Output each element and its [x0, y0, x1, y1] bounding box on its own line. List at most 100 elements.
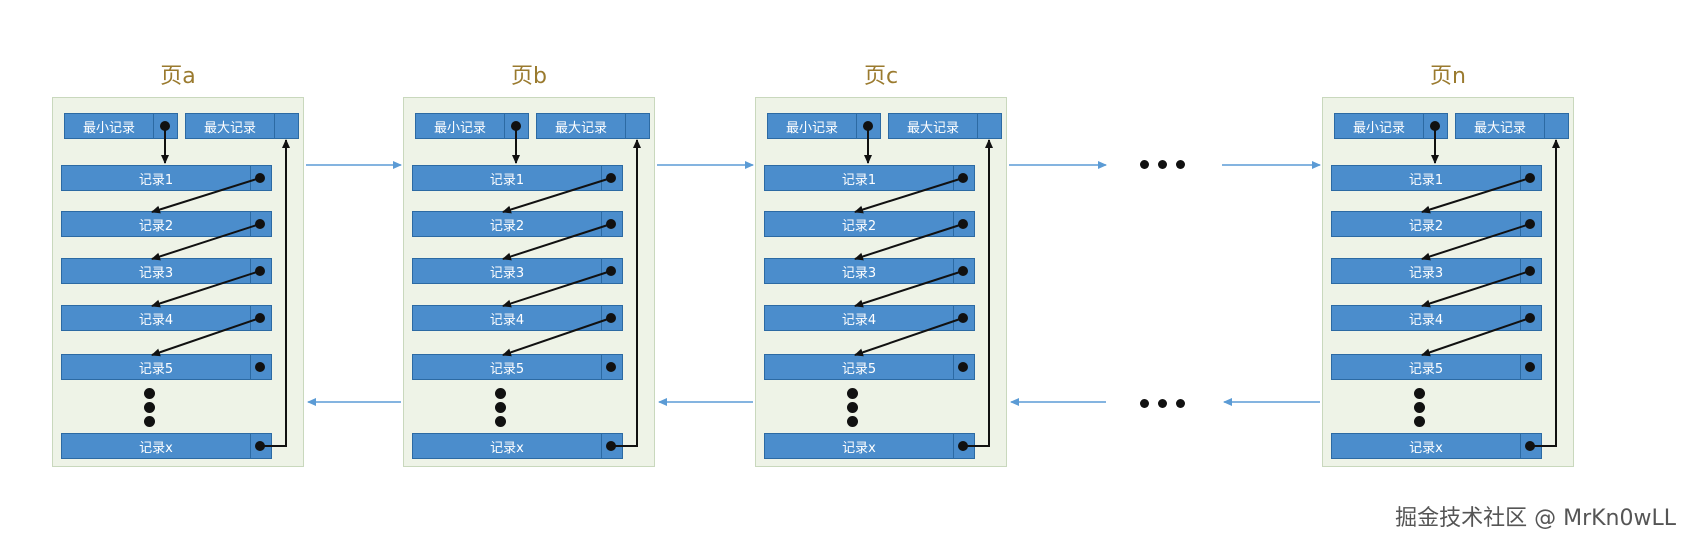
min-record-pointer-cell	[1423, 113, 1450, 139]
min-record-header: 最小记录	[64, 113, 178, 139]
record-label: 记录1	[1408, 172, 1444, 188]
record: 记录5	[61, 354, 272, 380]
min-record-pointer-cell	[856, 113, 883, 139]
record: 记录3	[764, 258, 975, 284]
record-pointer-cell	[250, 211, 274, 237]
record-pointer-cell	[953, 354, 977, 380]
next-record-arrow	[502, 270, 612, 308]
dot	[847, 402, 858, 413]
record: 记录3	[412, 258, 623, 284]
record-label: 记录2	[1408, 218, 1444, 234]
next-record-arrow	[1421, 177, 1531, 214]
last-record: 记录x	[764, 433, 975, 459]
record-label: 记录5	[841, 361, 877, 377]
max-record-label: 最大记录	[203, 120, 256, 136]
vertical-ellipsis	[1414, 388, 1425, 430]
dot	[1414, 416, 1425, 427]
dot	[1158, 399, 1167, 408]
record: 记录1	[764, 165, 975, 191]
record-label: 记录4	[138, 312, 174, 328]
record-label: 记录3	[138, 265, 174, 281]
record: 记录5	[412, 354, 623, 380]
last-record: 记录x	[412, 433, 623, 459]
record-pointer-cell	[601, 258, 625, 284]
next-record-arrow	[854, 270, 964, 308]
record: 记录2	[764, 211, 975, 237]
record-pointer-cell	[953, 305, 977, 331]
min-record-pointer-cell	[504, 113, 531, 139]
record-pointer-cell	[250, 165, 274, 191]
next-record-arrow	[854, 317, 964, 357]
last-to-max-arrow	[963, 139, 993, 447]
record-label: 记录3	[489, 265, 525, 281]
min-record-label: 最小记录	[1352, 120, 1405, 136]
next-record-arrow	[502, 223, 612, 261]
last-to-max-arrow	[611, 139, 641, 447]
dot	[1140, 160, 1149, 169]
dot	[144, 416, 155, 427]
page-title: 页a	[160, 64, 196, 89]
dot	[1158, 160, 1167, 169]
max-record-pointer-cell	[1544, 113, 1571, 139]
record-label: 记录x	[1409, 440, 1443, 456]
min-record-label: 最小记录	[433, 120, 486, 136]
vertical-ellipsis	[847, 388, 858, 430]
max-record-pointer-cell	[977, 113, 1004, 139]
record-label: 记录5	[138, 361, 174, 377]
record: 记录2	[1331, 211, 1542, 237]
record-label: 记录5	[1408, 361, 1444, 377]
horizontal-ellipsis	[1140, 160, 1185, 169]
dot	[495, 402, 506, 413]
record-pointer-cell	[601, 211, 625, 237]
last-record: 记录x	[61, 433, 272, 459]
min-record-header: 最小记录	[1334, 113, 1448, 139]
dot	[495, 416, 506, 427]
next-record-arrow	[1421, 317, 1531, 357]
next-record-arrow	[151, 223, 261, 261]
page-title: 页b	[511, 64, 547, 89]
record-pointer-cell	[250, 354, 274, 380]
record-pointer-cell	[1520, 165, 1544, 191]
horizontal-ellipsis	[1140, 399, 1185, 408]
record-pointer-cell	[601, 305, 625, 331]
record-pointer-cell	[601, 165, 625, 191]
record-label: 记录1	[841, 172, 877, 188]
max-record-header: 最大记录	[185, 113, 299, 139]
record-label: 记录4	[1408, 312, 1444, 328]
watermark: 掘金技术社区 @ MrKn0wLL	[1395, 506, 1676, 531]
record: 记录1	[61, 165, 272, 191]
dot	[847, 388, 858, 399]
min-record-pointer-cell	[153, 113, 180, 139]
record-label: 记录3	[1408, 265, 1444, 281]
min-record-label: 最小记录	[785, 120, 838, 136]
record-label: 记录2	[138, 218, 174, 234]
record-pointer-cell	[1520, 354, 1544, 380]
max-record-pointer-cell	[274, 113, 301, 139]
record-label: 记录x	[139, 440, 173, 456]
record-label: 记录4	[841, 312, 877, 328]
next-record-arrow	[854, 177, 964, 214]
pointer-dot	[255, 362, 265, 372]
dot	[1176, 399, 1185, 408]
page-title: 页n	[1430, 64, 1466, 89]
dot	[495, 388, 506, 399]
record-label: 记录1	[138, 172, 174, 188]
record-pointer-cell	[1520, 305, 1544, 331]
max-record-pointer-cell	[625, 113, 652, 139]
record-label: 记录2	[489, 218, 525, 234]
last-record: 记录x	[1331, 433, 1542, 459]
dot	[1414, 388, 1425, 399]
record: 记录2	[61, 211, 272, 237]
record-label: 记录2	[841, 218, 877, 234]
page-title: 页c	[863, 64, 899, 89]
record: 记录1	[1331, 165, 1542, 191]
next-record-arrow	[502, 317, 612, 357]
record-pointer-cell	[250, 258, 274, 284]
dot	[144, 388, 155, 399]
max-record-header: 最大记录	[1455, 113, 1569, 139]
pointer-dot	[1525, 362, 1535, 372]
next-record-arrow	[151, 270, 261, 308]
record-label: 记录4	[489, 312, 525, 328]
record: 记录2	[412, 211, 623, 237]
